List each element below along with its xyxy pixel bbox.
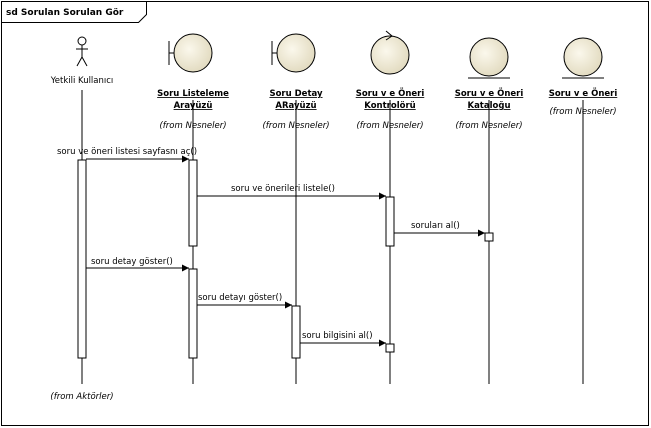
lifeline-from-soru-ve-oneri-kontroloru: (from Nesneler) bbox=[356, 121, 423, 131]
message-label: soru ve önerileri listele() bbox=[231, 184, 335, 194]
message-label: soru detayı göster() bbox=[198, 293, 282, 303]
frame-title: sd Sorulan Sorulan Gör bbox=[6, 8, 124, 18]
control-icon bbox=[370, 30, 410, 75]
activation-bar-soru-ve-oneri-kontroloru bbox=[385, 343, 395, 353]
actor-stick-figure-icon bbox=[76, 36, 88, 67]
lifeline-from-soru-listeleme-arayuzu: (from Nesneler) bbox=[159, 121, 226, 131]
lifeline-from-soru-ve-oneri-katalogu: (from Nesneler) bbox=[455, 121, 522, 131]
message-label: soruları al() bbox=[411, 221, 460, 231]
actor-from: (from Aktörler) bbox=[50, 392, 113, 402]
lifeline-name-soru-ve-oneri-kontroloru-2: Kontrolörü bbox=[364, 101, 415, 111]
lifeline-name-soru-ve-oneri-katalogu-2: Kataloğu bbox=[467, 101, 510, 111]
activation-bar-actor bbox=[77, 159, 87, 359]
boundary-icon bbox=[271, 33, 316, 73]
lifeline-name-soru-listeleme-arayuzu-2: Arayüzü bbox=[174, 101, 213, 111]
lifeline-from-soru-ve-oneri: (from Nesneler) bbox=[549, 107, 616, 117]
lifeline-name-soru-detay-arayuzu: Soru Detay bbox=[269, 89, 323, 99]
frame-title-tab bbox=[1, 1, 147, 23]
entity-icon bbox=[562, 37, 604, 79]
activation-bar-soru-listeleme-arayuzu bbox=[188, 268, 198, 359]
lifeline-name-soru-ve-oneri: Soru v e Öneri bbox=[549, 88, 618, 99]
message-label: soru ve öneri listesi sayfasnı aç() bbox=[57, 147, 197, 157]
lifeline-name-soru-ve-oneri-kontroloru: Soru v e Öneri bbox=[356, 88, 425, 99]
actor-name: Yetkili Kullanıcı bbox=[50, 76, 114, 86]
activation-bar-soru-detay-arayuzu bbox=[291, 305, 301, 359]
boundary-icon bbox=[168, 33, 213, 73]
entity-icon bbox=[468, 37, 510, 79]
message-label: soru bilgisini al() bbox=[302, 331, 373, 341]
activation-bar-soru-ve-oneri-katalogu bbox=[484, 232, 494, 242]
message-label: soru detay göster() bbox=[91, 257, 173, 267]
activation-bar-soru-listeleme-arayuzu bbox=[188, 159, 198, 247]
lifeline-name-soru-listeleme-arayuzu: Soru Listeleme bbox=[157, 89, 229, 99]
lifeline-name-soru-ve-oneri-katalogu: Soru v e Öneri bbox=[455, 88, 524, 99]
lifeline-name-soru-detay-arayuzu-2: ARayüzü bbox=[275, 101, 316, 111]
activation-bar-soru-ve-oneri-kontroloru bbox=[385, 196, 395, 247]
lifeline-from-soru-detay-arayuzu: (from Nesneler) bbox=[262, 121, 329, 131]
